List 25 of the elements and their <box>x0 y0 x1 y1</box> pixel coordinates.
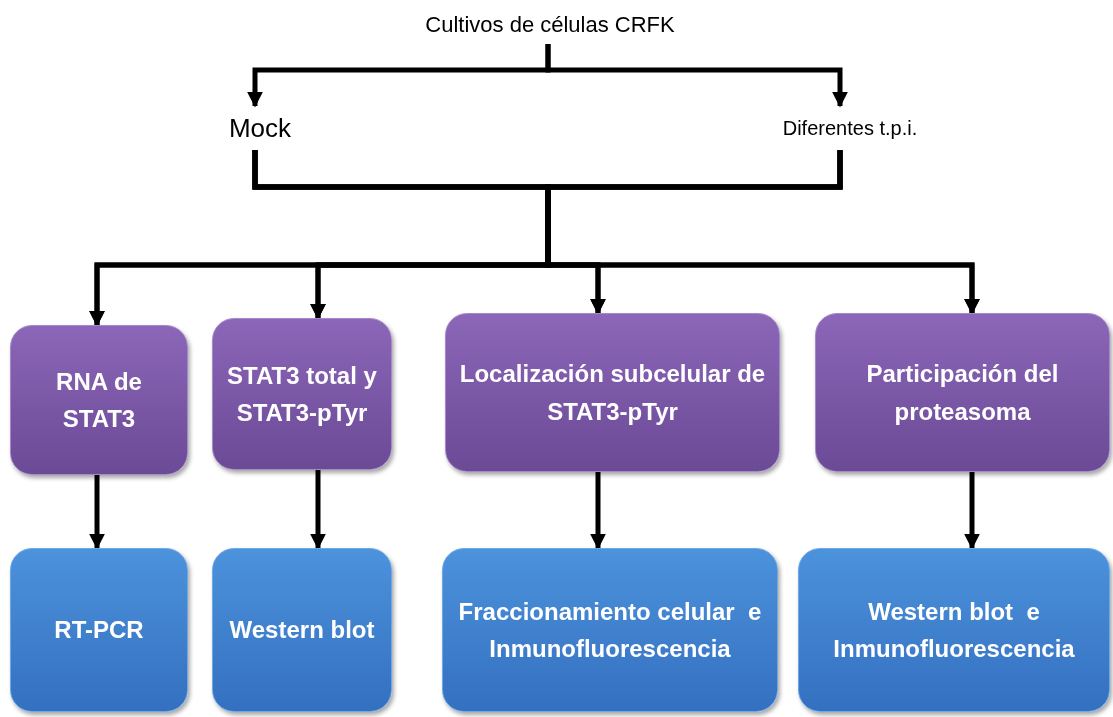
process-box <box>10 325 188 475</box>
box-label: Fraccionamiento celular e Inmunofluorescencia <box>457 596 763 664</box>
arrow <box>545 150 980 315</box>
box-label: Participación del proteasoma <box>865 359 1060 427</box>
arrow <box>310 470 326 550</box>
process-box <box>798 548 1110 712</box>
box-label: Western blot <box>229 615 375 646</box>
arrow <box>964 472 980 550</box>
node-label: Cultivos de células CRFK <box>425 12 675 38</box>
box-label: RT-PCR <box>54 615 144 646</box>
process-box <box>445 313 780 472</box>
process-box <box>212 318 392 470</box>
node-label: Mock <box>228 112 292 144</box>
box-label: STAT3 total y STAT3-pTyr <box>226 360 378 428</box>
process-box <box>10 548 188 712</box>
process-box <box>442 548 778 712</box>
arrow <box>590 472 606 550</box>
process-box <box>212 548 392 712</box>
box-label: Localización subcelular de STAT3-pTyr <box>458 359 767 427</box>
arrow <box>89 475 105 550</box>
box-label: RNA de STAT3 <box>55 366 143 434</box>
process-box <box>815 313 1110 472</box>
node-label: Diferentes t.p.i. <box>782 116 918 140</box>
box-label: Western blot e Inmunofluorescencia <box>832 596 1076 664</box>
arrow <box>545 44 848 108</box>
